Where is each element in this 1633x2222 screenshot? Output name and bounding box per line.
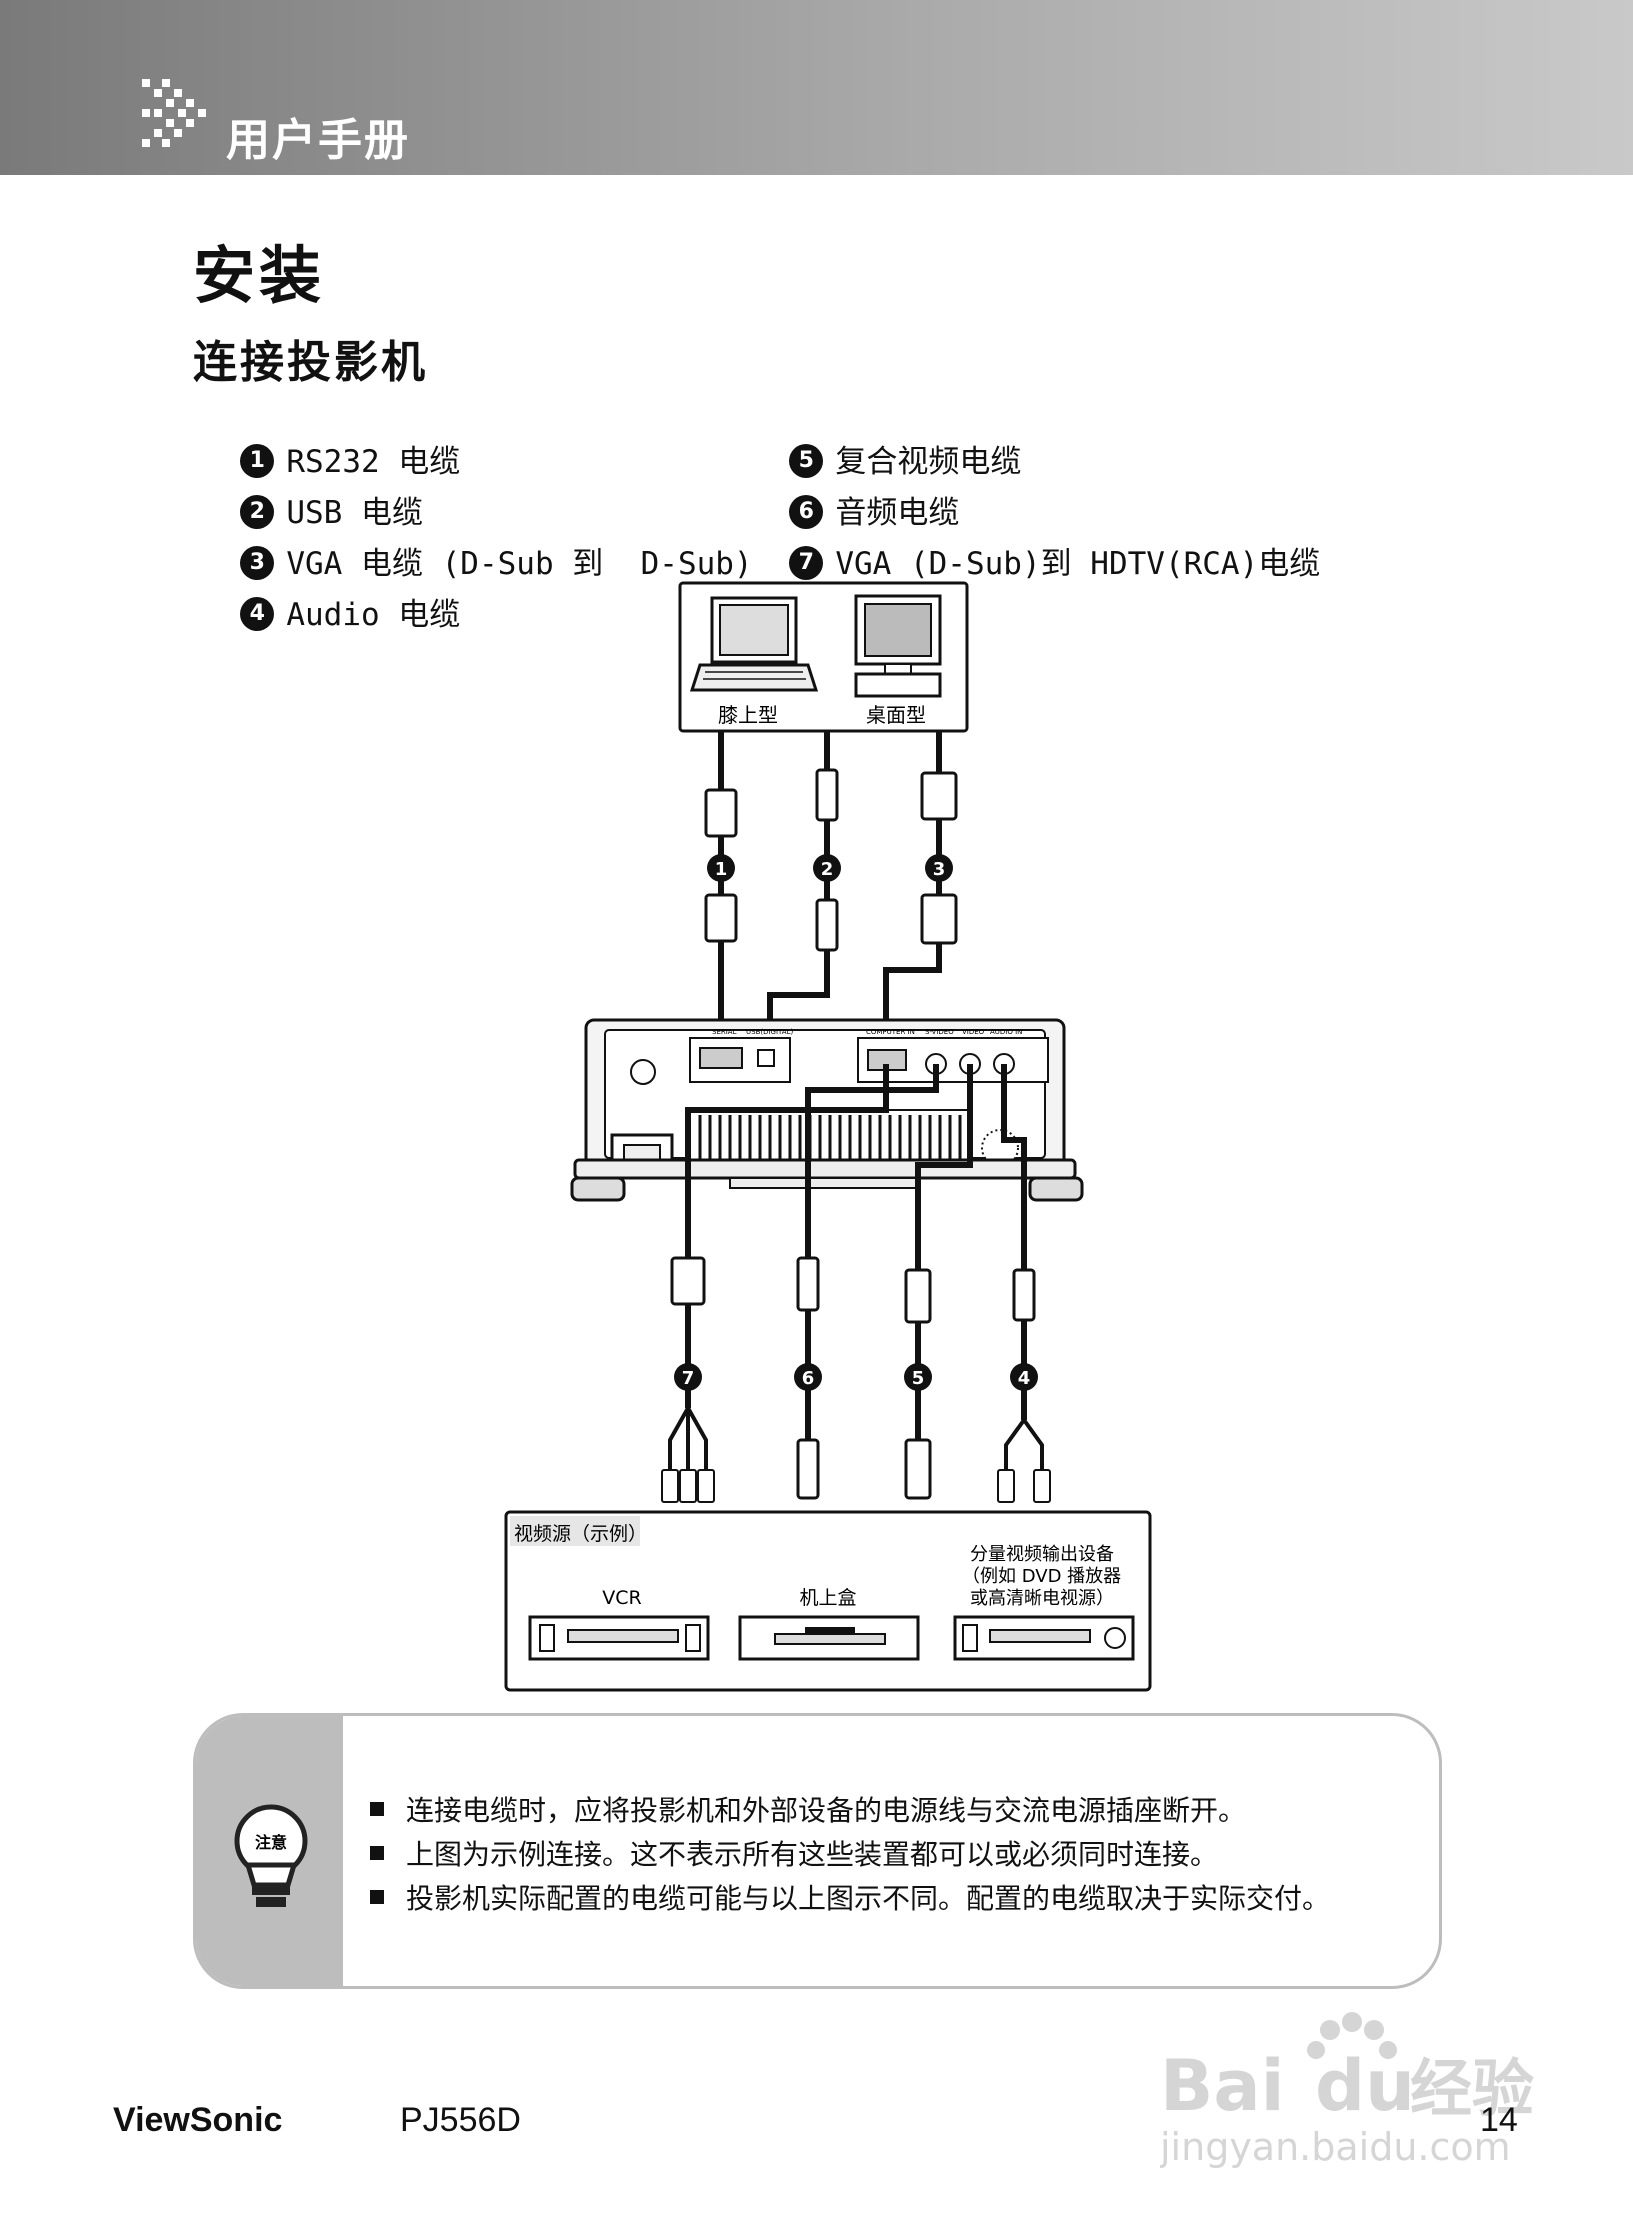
cable-rs232 xyxy=(704,731,738,1030)
cable-number-7: 7 xyxy=(674,1363,702,1391)
video-sources-label: 视频源（示例） xyxy=(514,1523,647,1545)
component-source-label-line1: 分量视频输出设备 xyxy=(970,1544,1114,1565)
port-label-audio-in: AUDIO IN xyxy=(990,1028,1022,1036)
port-label-video: VIDEO xyxy=(962,1028,985,1036)
cable-number-1: 1 xyxy=(707,854,735,882)
lightbulb-note-icon: 注意 xyxy=(234,1804,308,1907)
cable-number-5: 5 xyxy=(904,1363,932,1391)
set-top-box-icon xyxy=(738,1615,920,1661)
note-text: 投影机实际配置的电缆可能与以上图示不同。配置的电缆取决于实际交付。 xyxy=(406,1882,1331,1915)
legend-text: VGA (D-Sub)到 HDTV(RCA)电缆 xyxy=(835,546,1321,582)
number-circle-icon: 7 xyxy=(789,545,824,580)
legend-text: 音频电缆 xyxy=(835,495,960,531)
number-circle-icon: 3 xyxy=(240,545,275,580)
port-label-s-video: S-VIDEO xyxy=(925,1028,954,1036)
note-box: 注意 连接电缆时，应将投影机和外部设备的电源线与交流电源插座断开。 上图为示例连… xyxy=(193,1713,1442,1989)
dvd-player-icon xyxy=(953,1615,1135,1661)
watermark-bai: Bai xyxy=(1160,2045,1285,2127)
cable-number-2: 2 xyxy=(813,854,841,882)
legend-item-3: 3 VGA 电缆 (D-Sub 到 D-Sub) xyxy=(203,502,753,583)
watermark-url: jingyan.baidu.com xyxy=(1160,2125,1511,2169)
legend-text: RS232 电缆 xyxy=(286,444,461,480)
watermark-du: du xyxy=(1315,2045,1415,2127)
legend-text: 复合视频电缆 xyxy=(835,444,1022,480)
number-circle-icon: 4 xyxy=(240,596,275,631)
legend-item-2: 2 USB 电缆 xyxy=(203,451,423,532)
component-source-label-line3: 或高清晰电视源） xyxy=(970,1588,1114,1609)
cable-number-3: 3 xyxy=(925,854,953,882)
vcr-icon xyxy=(528,1615,710,1661)
cable-number-text: 5 xyxy=(912,1368,925,1389)
cable-number-4: 4 xyxy=(1010,1363,1038,1391)
legend-text: USB 电缆 xyxy=(286,495,423,531)
legend-item-4: 4 Audio 电缆 xyxy=(203,553,460,634)
legend-item-7: 7 VGA (D-Sub)到 HDTV(RCA)电缆 xyxy=(752,502,1320,583)
cable-number-text: 6 xyxy=(802,1368,815,1389)
note-text: 上图为示例连接。这不表示所有这些装置都可以或必须同时连接。 xyxy=(406,1838,1219,1871)
page-number: 14 xyxy=(1480,2101,1518,2139)
footer-model: PJ556D xyxy=(400,2101,521,2139)
vcr-label: VCR xyxy=(602,1587,641,1609)
legend-item-5: 5 复合视频电缆 xyxy=(752,400,1021,481)
number-circle-icon: 6 xyxy=(789,494,824,529)
cable-audio-4 xyxy=(997,1064,1051,1503)
baidu-watermark: Bai du 经验 jingyan.baidu.com xyxy=(1160,2012,1534,2169)
note-item-3: 投影机实际配置的电缆可能与以上图示不同。配置的电缆取决于实际交付。 xyxy=(370,1877,1330,1917)
cable-vga xyxy=(883,731,958,1030)
note-text: 连接电缆时，应将投影机和外部设备的电源线与交流电源插座断开。 xyxy=(406,1794,1247,1827)
laptop-icon xyxy=(689,596,819,692)
projector-illustration xyxy=(570,1018,1084,1202)
bullet-icon xyxy=(370,1890,384,1904)
number-circle-icon: 5 xyxy=(789,443,824,478)
desktop-icon xyxy=(854,594,942,698)
desktop-label: 桌面型 xyxy=(866,703,926,727)
cable-number-text: 1 xyxy=(715,859,728,880)
paw-icon xyxy=(1307,2012,1397,2059)
connection-diagram: 膝上型 桌面型 1 2 3 xyxy=(504,581,1152,1692)
note-icon-label: 注意 xyxy=(255,1833,287,1852)
laptop-label: 膝上型 xyxy=(718,703,778,727)
bullet-icon xyxy=(370,1802,384,1816)
watermark-jingyan: 经验 xyxy=(1410,2052,1534,2125)
footer-brand: ViewSonic xyxy=(113,2101,283,2139)
note-item-1: 连接电缆时，应将投影机和外部设备的电源线与交流电源插座断开。 xyxy=(370,1789,1246,1829)
legend-text: Audio 电缆 xyxy=(286,597,461,633)
legend-text: VGA 电缆 (D-Sub 到 D-Sub) xyxy=(286,546,753,582)
port-label-computer-in: COMPUTER IN xyxy=(866,1028,915,1036)
port-label-serial: SERIAL xyxy=(712,1028,737,1036)
number-circle-icon: 2 xyxy=(240,494,275,529)
cable-number-text: 4 xyxy=(1018,1368,1031,1389)
header-band xyxy=(0,0,1633,175)
cable-number-text: 7 xyxy=(682,1368,695,1389)
page-title: 安装 xyxy=(193,239,326,312)
port-label-usb: USB(DIGITAL) xyxy=(746,1028,793,1036)
component-source-label-line2: （例如 DVD 播放器 xyxy=(962,1566,1121,1587)
cable-number-text: 3 xyxy=(933,859,946,880)
bullet-icon xyxy=(370,1846,384,1860)
set-top-box-label: 机上盒 xyxy=(799,1587,856,1609)
cable-number-text: 2 xyxy=(821,859,834,880)
note-item-2: 上图为示例连接。这不表示所有这些装置都可以或必须同时连接。 xyxy=(370,1833,1218,1873)
legend-item-6: 6 音频电缆 xyxy=(752,451,959,532)
section-title: 连接投影机 xyxy=(193,337,428,388)
header-title: 用户手册 xyxy=(226,115,410,166)
number-circle-icon: 1 xyxy=(240,443,275,478)
cable-number-6: 6 xyxy=(794,1363,822,1391)
chevron-logo-icon xyxy=(142,79,206,147)
cable-vga-hdtv xyxy=(661,1064,889,1503)
legend-item-1: 1 RS232 电缆 xyxy=(203,400,460,481)
